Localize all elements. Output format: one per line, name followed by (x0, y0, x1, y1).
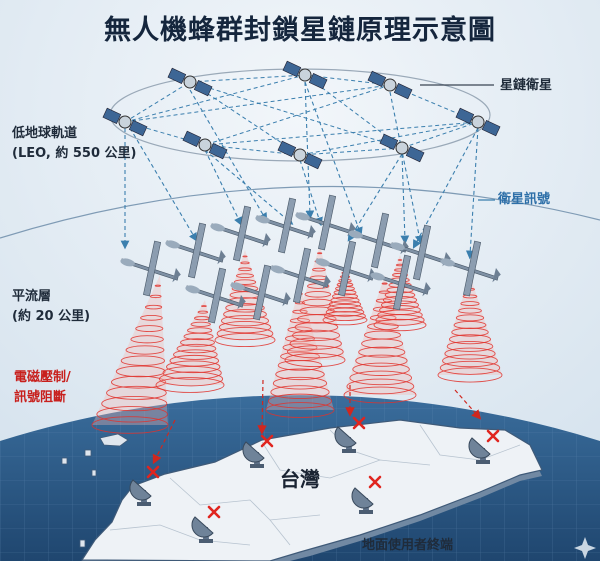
label-jamming: 電磁壓制/ (14, 370, 71, 385)
label-starlink-satellites: 星鏈衛星 (500, 78, 553, 93)
atmosphere-boundary-line (0, 185, 600, 239)
label-satellite-signal: 衛星訊號 (498, 192, 551, 207)
label-ground-terminals: 地面使用者終端 (362, 538, 454, 553)
jamming-cone (343, 275, 417, 404)
jamming-cone (91, 275, 169, 434)
jamming-cone (437, 275, 503, 383)
label-leo-orbit: 低地球軌道 (12, 126, 78, 141)
page-title: 無人機蜂群封鎖星鏈原理示意圖 (104, 15, 496, 46)
label-taiwan: 台灣 (280, 467, 320, 491)
jamming-cone (155, 300, 225, 393)
label-leo-altitude: (LEO, 約 550 公里) (12, 146, 137, 161)
small-islands (61, 433, 129, 548)
jamming-arrows (152, 379, 482, 465)
sparkle-icon (574, 537, 596, 559)
label-stratosphere: 平流層 (12, 289, 52, 304)
satellite-signal-arrows (120, 81, 479, 260)
jamming-cone (284, 245, 346, 368)
label-stratosphere-altitude: (約 20 公里) (12, 309, 91, 324)
label-signal-blocking: 訊號阻斷 (14, 390, 67, 405)
